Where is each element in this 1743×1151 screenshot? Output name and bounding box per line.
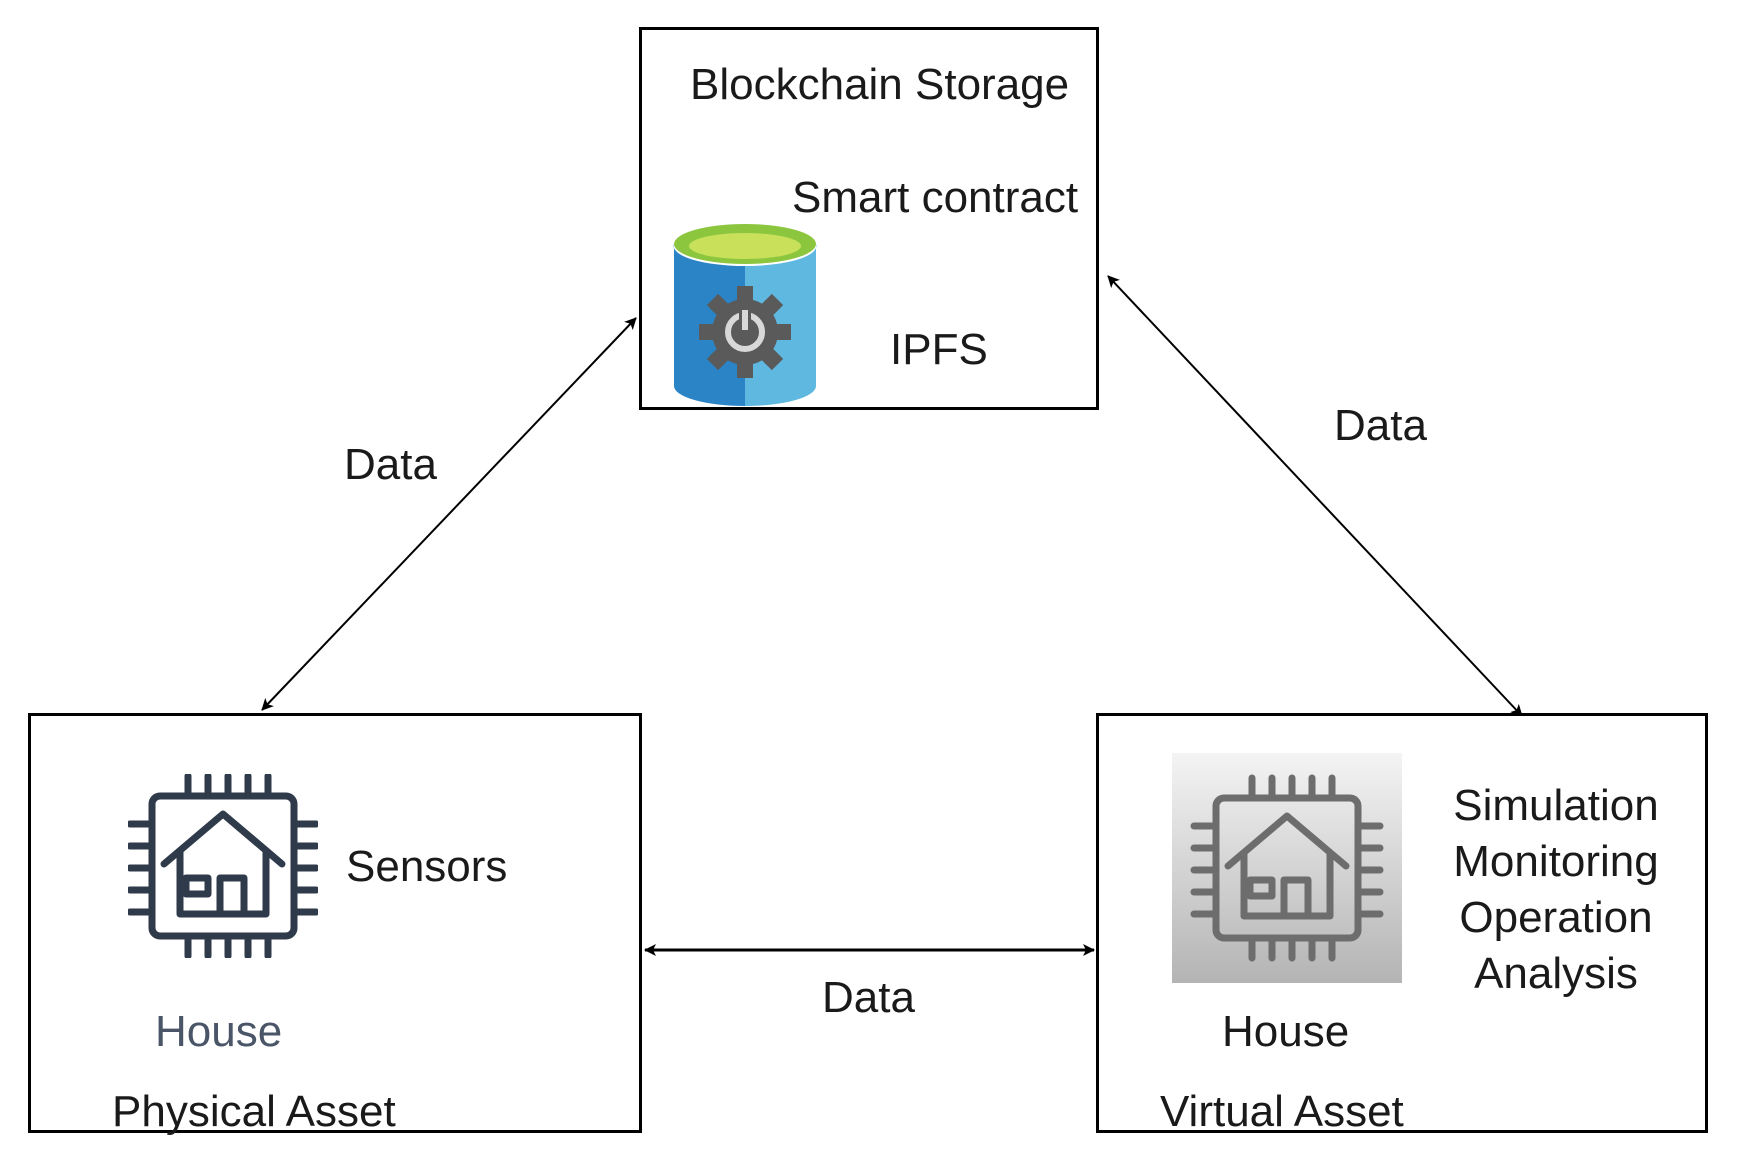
virtual-house-label: House bbox=[1222, 1007, 1350, 1056]
arrow-physical-blockchain bbox=[261, 317, 637, 711]
arrow-blockchain-virtual bbox=[1107, 275, 1523, 717]
physical-asset-box bbox=[28, 713, 642, 1133]
edge-label-left: Data bbox=[344, 440, 437, 489]
physical-house-label: House bbox=[155, 1007, 283, 1056]
edge-label-bottom: Data bbox=[822, 973, 915, 1022]
smart-contract-label: Smart contract bbox=[792, 173, 1079, 222]
edge-label-right: Data bbox=[1334, 401, 1427, 450]
database-gear-icon bbox=[673, 224, 817, 406]
ipfs-label: IPFS bbox=[890, 325, 988, 374]
house-chip-icon bbox=[1172, 753, 1402, 983]
physical-asset-label: Physical Asset bbox=[112, 1087, 396, 1136]
virtual-functions-list: Simulation Monitoring Operation Analysis bbox=[1453, 781, 1659, 998]
blockchain-storage-title: Blockchain Storage bbox=[690, 60, 1070, 109]
house-chip-icon bbox=[128, 774, 318, 958]
sensors-label: Sensors bbox=[346, 842, 508, 891]
virtual-asset-label: Virtual Asset bbox=[1160, 1087, 1404, 1136]
